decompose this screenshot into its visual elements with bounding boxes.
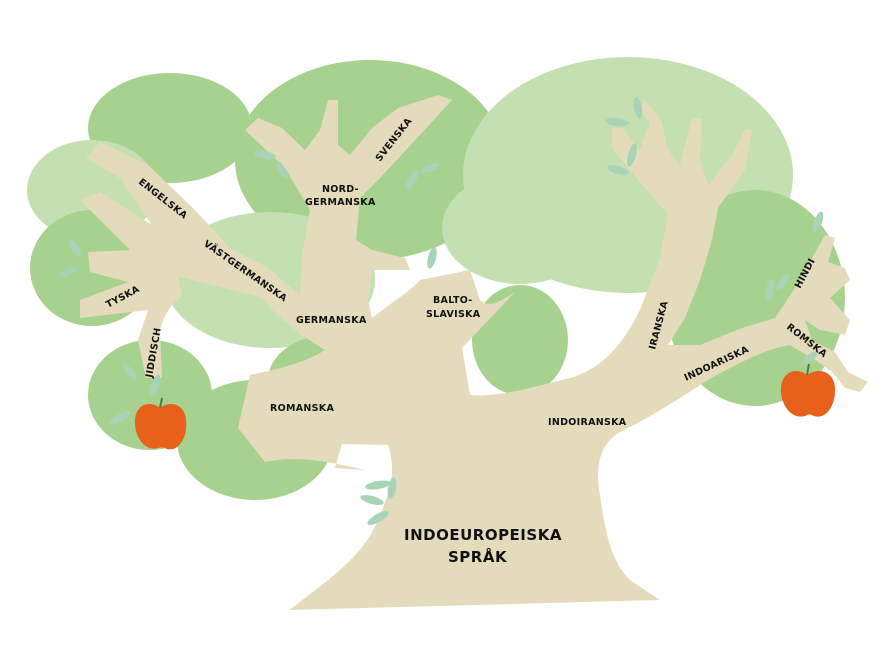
decorative-leaves [58, 97, 824, 525]
leaf-icon [420, 163, 440, 173]
leaf-icon [812, 211, 824, 233]
leaf-icon [360, 495, 384, 505]
label-nordgermanska-1: NORD- [322, 184, 359, 195]
label-nordgermanska-2: GERMANSKA [305, 197, 376, 208]
leaf-icon [387, 477, 397, 499]
leaf-icon [367, 511, 389, 525]
leaf-icon [776, 273, 790, 291]
trunk-shape [80, 95, 868, 610]
leaf-icon [123, 364, 137, 380]
leaf-icon [68, 239, 82, 257]
leaf-icon [607, 165, 629, 175]
leaf-icon [633, 97, 643, 119]
leaf-icon [109, 411, 131, 425]
leaf-icon [58, 267, 78, 277]
leaf-icon [427, 247, 437, 269]
leaf-icon [276, 161, 288, 179]
label-baltoslaviska-1: BALTO- [433, 295, 473, 306]
label-germanska: GERMANSKA [296, 315, 367, 326]
leaf-icon [254, 150, 276, 160]
leaf-icon [365, 480, 391, 490]
leaf-icon [405, 170, 419, 190]
label-root-line1: INDOEUROPEISKA [404, 526, 562, 544]
leaf-icon [802, 351, 818, 365]
apple-icon [780, 363, 836, 417]
leaf-icon [605, 117, 629, 127]
label-baltoslaviska-2: SLAVISKA [426, 309, 481, 320]
tree-trunk-and-branches [80, 95, 868, 610]
leaf-icon [149, 374, 161, 396]
label-root-line2: SPRÅK [448, 547, 508, 566]
leaf-icon [765, 279, 775, 301]
label-indoiranska: INDOIRANSKA [548, 417, 627, 428]
label-romanska: ROMANSKA [270, 403, 334, 414]
foliage-blob [472, 285, 568, 395]
leaf-icon [627, 143, 637, 167]
apple-icon [134, 397, 187, 450]
foliage-blob [442, 172, 598, 284]
